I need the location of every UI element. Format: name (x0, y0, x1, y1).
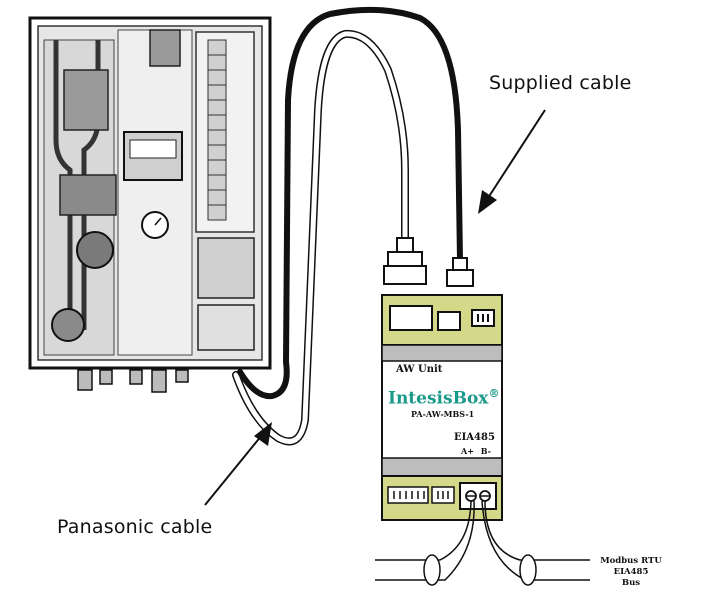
relay-block (197, 304, 255, 351)
connector-port-small (437, 311, 461, 331)
pipe-left (53, 40, 73, 330)
gateway-device (381, 294, 503, 521)
display-screen (129, 139, 177, 159)
panasonic-cable-label: Panasonic cable (57, 516, 213, 538)
top-valve (149, 29, 181, 67)
gateway-band-bottom (381, 457, 503, 477)
bus-label-line1: Modbus RTU (600, 556, 662, 566)
registered-mark: ® (488, 387, 500, 400)
terminal-block-3-pins (437, 491, 449, 499)
terminal-polarity: A+ B- (461, 446, 491, 456)
supplied-plug (446, 257, 474, 287)
cable-shield-right (519, 554, 537, 586)
panasonic-plug (383, 237, 427, 285)
modbus-bus (375, 500, 590, 586)
eia485-label: EIA485 (454, 432, 495, 443)
pump-motor (76, 231, 114, 269)
bus-label: Modbus RTU EIA485 Bus (586, 556, 676, 589)
dip-switch-pins (477, 314, 489, 322)
terminal-ticks (208, 54, 226, 206)
bus-wire-b (484, 500, 590, 561)
valve-block (59, 174, 117, 216)
supplied-cable (237, 6, 463, 400)
gauge-needle (154, 217, 162, 226)
brand-logo: IntesisBox® (388, 387, 499, 409)
aw-unit-label: AW Unit (396, 364, 443, 375)
expansion-vessel (63, 69, 109, 131)
indoor-unit (28, 16, 272, 393)
eia485-terminal (459, 482, 497, 510)
gateway-band-top (381, 344, 503, 362)
bus-wire-a (375, 500, 472, 561)
middle-panel (117, 29, 193, 356)
circulation-pump (51, 308, 85, 342)
bus-label-line2: EIA485 (613, 567, 649, 577)
bus-label-line3: Bus (621, 578, 641, 588)
cable-shield-left (423, 554, 441, 586)
pcb-board (197, 237, 255, 299)
supplied-cable-label: Supplied cable (489, 72, 632, 94)
bus-wire-a-return (375, 500, 475, 581)
brand-name: IntesisBox (388, 388, 489, 409)
connector-port-large (389, 305, 433, 331)
bottom-connectors (77, 369, 189, 393)
model-number: PA-AW-MBS-1 (411, 409, 475, 419)
arrow-supplied-cable (478, 109, 546, 214)
arrow-panasonic-cable (204, 422, 272, 506)
terminal-block-6-pins (393, 491, 425, 499)
